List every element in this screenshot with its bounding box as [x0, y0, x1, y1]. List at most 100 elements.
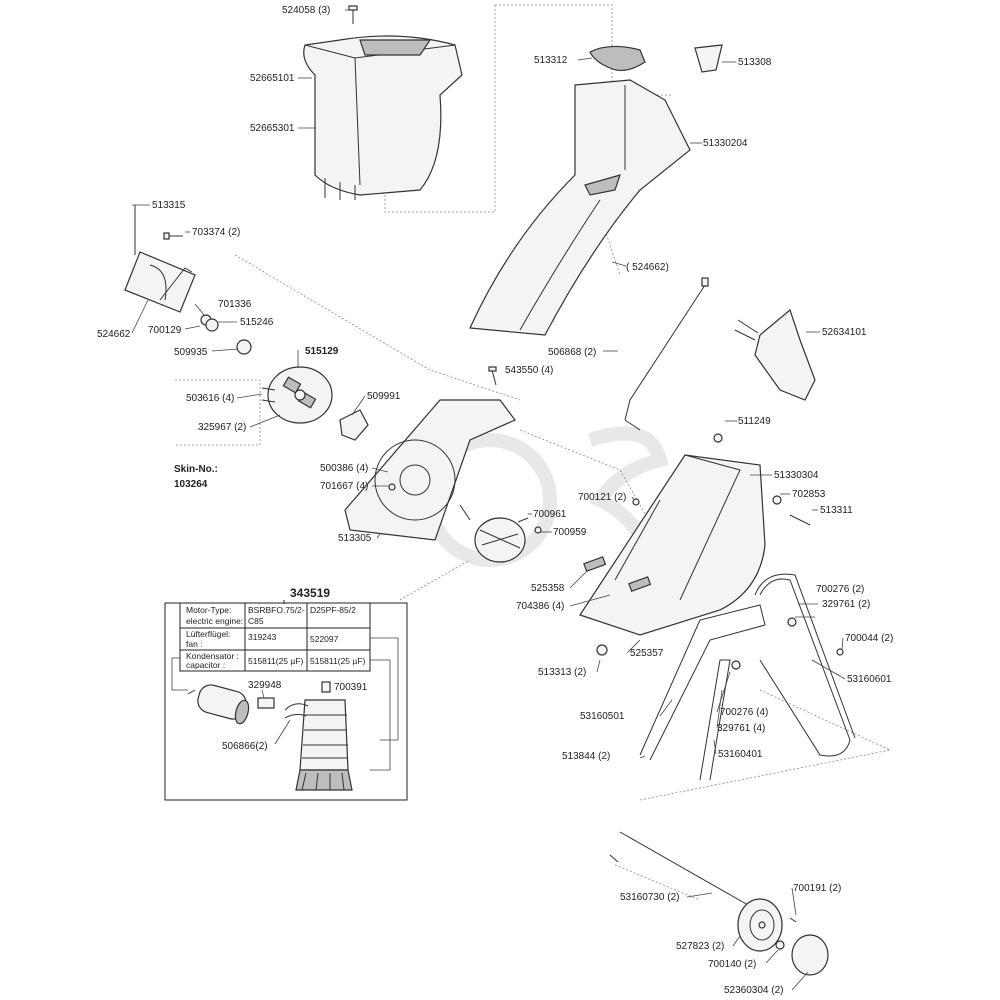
label-329761a: 329761 (2) — [822, 599, 870, 610]
row3-c3: 515811(25 µF) — [310, 656, 365, 666]
skin-label: Skin-No.: — [174, 464, 218, 475]
electric-motor — [274, 699, 353, 791]
label-701667: 701667 (4) — [320, 481, 368, 492]
row1-c2a: BSRBFO.75/2- — [248, 605, 305, 615]
label-704386: 704386 (4) — [516, 601, 564, 612]
label-700276b: 700276 (4) — [720, 707, 768, 718]
label-543550: 543550 (4) — [505, 365, 553, 376]
cover-plate — [124, 205, 196, 313]
label-513311: 513311 — [820, 505, 853, 516]
part-513312 — [589, 45, 646, 72]
label-700391: 700391 — [334, 682, 368, 693]
screws-543550 — [488, 366, 497, 386]
row2-c3: 522097 — [310, 634, 339, 644]
blade-disc — [261, 366, 333, 424]
row3-c1b: capacitor : — [186, 660, 225, 670]
part-labels: 524058 (3) 52665101 52665301 513312 5133… — [97, 5, 893, 996]
row1-c1a: Motor-Type: — [186, 605, 231, 615]
lower-housing-513305 — [344, 399, 516, 541]
row1-c2b: C85 — [248, 616, 264, 626]
part-700391 — [321, 681, 331, 693]
label-513312: 513312 — [534, 55, 568, 66]
label-51330204: 51330204 — [703, 138, 748, 149]
row3-c2a: 515811(25 µF) — [248, 656, 303, 666]
switch-box — [734, 308, 816, 401]
label-509991: 509991 — [367, 391, 401, 402]
pin-703374 — [163, 232, 183, 240]
motor-fan — [459, 504, 526, 563]
label-53160401: 53160401 — [718, 749, 763, 760]
label-329761b: 329761 (4) — [717, 723, 765, 734]
label-53160730: 53160730 (2) — [620, 892, 680, 903]
part-513308 — [694, 44, 723, 73]
label-700961: 700961 — [533, 509, 567, 520]
label-702853: 702853 — [792, 489, 826, 500]
label-329948: 329948 — [248, 680, 282, 691]
label-506868: 506868 (2) — [548, 347, 596, 358]
row3-c1a: Kondensator : — [186, 651, 239, 661]
frame-leg-53160601 — [754, 573, 856, 757]
label-51330304: 51330304 — [774, 470, 819, 481]
label-52665301: 52665301 — [250, 123, 295, 134]
row2-c2a: 319243 — [248, 632, 277, 642]
capacitor — [187, 684, 250, 725]
small-parts-701336-515246 — [200, 314, 252, 355]
label-513315: 513315 — [152, 200, 186, 211]
axle-53160730 — [609, 831, 749, 906]
small-parts-511249 — [596, 433, 811, 656]
label-503616: 503616 (4) — [186, 393, 234, 404]
label-509935: 509935 — [174, 347, 208, 358]
chute-housing — [469, 79, 691, 336]
label-700044: 700044 (2) — [845, 633, 893, 644]
motor-kit-title: 343519 — [290, 586, 330, 600]
label-515246: 515246 — [240, 317, 274, 328]
part-509991 — [339, 409, 369, 441]
label-700959: 700959 — [553, 527, 587, 538]
label-527823: 527823 (2) — [676, 941, 724, 952]
label-525358: 525358 — [531, 583, 565, 594]
label-511249: 511249 — [738, 416, 771, 427]
frame-leg-53160501 — [639, 604, 766, 761]
row1-c3: D25PF-85/2 — [310, 605, 356, 615]
skin-number: Skin-No.: 103264 — [174, 464, 218, 490]
row1-c1b: electric engine: — [186, 616, 243, 626]
label-52665101: 52665101 — [250, 73, 295, 84]
leader-lines — [131, 9, 846, 991]
screw-524058 — [348, 5, 358, 24]
frame-leg-53160401 — [699, 617, 844, 781]
label-700129: 700129 — [148, 325, 182, 336]
label-53160501: 53160501 — [580, 711, 625, 722]
part-329948 — [257, 689, 275, 709]
label-515129: 515129 — [305, 346, 339, 357]
label-513308: 513308 — [738, 57, 772, 68]
label-53160601: 53160601 — [847, 674, 892, 685]
row2-c1a: Lüfterflügel: — [186, 629, 230, 639]
label-525357: 525357 — [630, 648, 664, 659]
label-524662a: ( 524662) — [626, 262, 669, 273]
label-513313: 513313 (2) — [538, 667, 586, 678]
label-500386: 500386 (4) — [320, 463, 368, 474]
wheel-cap-52360304 — [775, 917, 829, 976]
label-506866: 506866(2) — [222, 741, 268, 752]
hopper-funnel — [303, 35, 463, 200]
label-700140: 700140 (2) — [708, 959, 756, 970]
motor-kit-box: 343519 Motor-Type: electric engine: BSRB… — [164, 586, 408, 801]
wheel-527823 — [737, 898, 783, 952]
motor-spec-table: Motor-Type: electric engine: BSRBFO.75/2… — [179, 602, 371, 672]
label-524058: 524058 (3) — [282, 5, 330, 16]
label-701336: 701336 — [218, 299, 252, 310]
label-52634101: 52634101 — [822, 327, 867, 338]
label-700121: 700121 (2) — [578, 492, 626, 503]
cable-506868 — [624, 277, 709, 431]
skin-value: 103264 — [174, 479, 208, 490]
main-housing-51330304 — [579, 454, 766, 636]
label-513844: 513844 (2) — [562, 751, 610, 762]
label-700191: 700191 (2) — [793, 883, 841, 894]
row2-c1b: fan : — [186, 639, 203, 649]
bolts-700961-700959 — [517, 517, 542, 534]
label-513305: 513305 — [338, 533, 372, 544]
label-52360304: 52360304 (2) — [724, 985, 784, 996]
label-700276a: 700276 (2) — [816, 584, 864, 595]
label-524662b: 524662 — [97, 329, 131, 340]
